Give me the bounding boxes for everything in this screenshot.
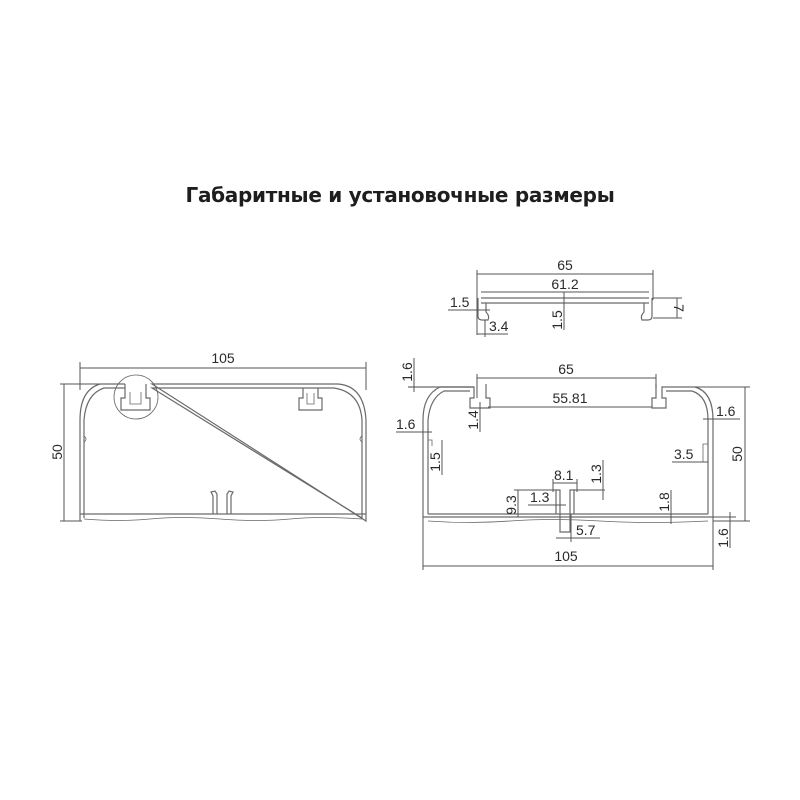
base-rib-wall: 1.3 (530, 489, 550, 505)
base-rib-top: 1.3 (588, 464, 604, 484)
base-floor-rise: 1.8 (656, 492, 672, 512)
base-rib-width: 8.1 (554, 467, 574, 483)
cover-outer-width: 65 (557, 257, 573, 273)
base-rib-base: 5.7 (576, 522, 596, 538)
base-right-notch: 3.5 (674, 446, 694, 462)
base-clip-depth: 1.4 (465, 410, 481, 430)
base-height: 50 (729, 446, 745, 462)
base-rib-height: 9.3 (503, 495, 519, 515)
base-right-wall: 1.6 (716, 403, 736, 419)
cover-inner-width: 61.2 (551, 276, 578, 292)
base-floor: 1.6 (715, 528, 731, 548)
left-profile-view: 105 50 (49, 350, 367, 523)
cover-thickness-left: 1.5 (450, 294, 470, 310)
base-profile-view: 1.6 65 55.81 1.4 1.6 1.5 1.6 3.5 50 8.1 (396, 358, 750, 570)
left-width-label: 105 (211, 350, 235, 366)
base-top-wall: 1.6 (399, 362, 415, 382)
page-title: Габаритные и установочные размеры (185, 183, 615, 207)
cover-thickness-center: 1.5 (549, 310, 565, 330)
cover-clip-width: 3.4 (489, 318, 509, 334)
base-clip-inner-span: 55.81 (552, 390, 587, 406)
left-height-label: 50 (49, 444, 65, 460)
base-width: 105 (554, 548, 578, 564)
cover-clip-height: 7 (671, 304, 687, 312)
cover-profile-view: 65 61.2 1.5 3.4 1.5 7 (448, 257, 687, 337)
base-left-wall: 1.6 (396, 416, 416, 432)
base-clip-span: 65 (558, 361, 574, 377)
base-left-notch: 1.5 (427, 452, 443, 472)
